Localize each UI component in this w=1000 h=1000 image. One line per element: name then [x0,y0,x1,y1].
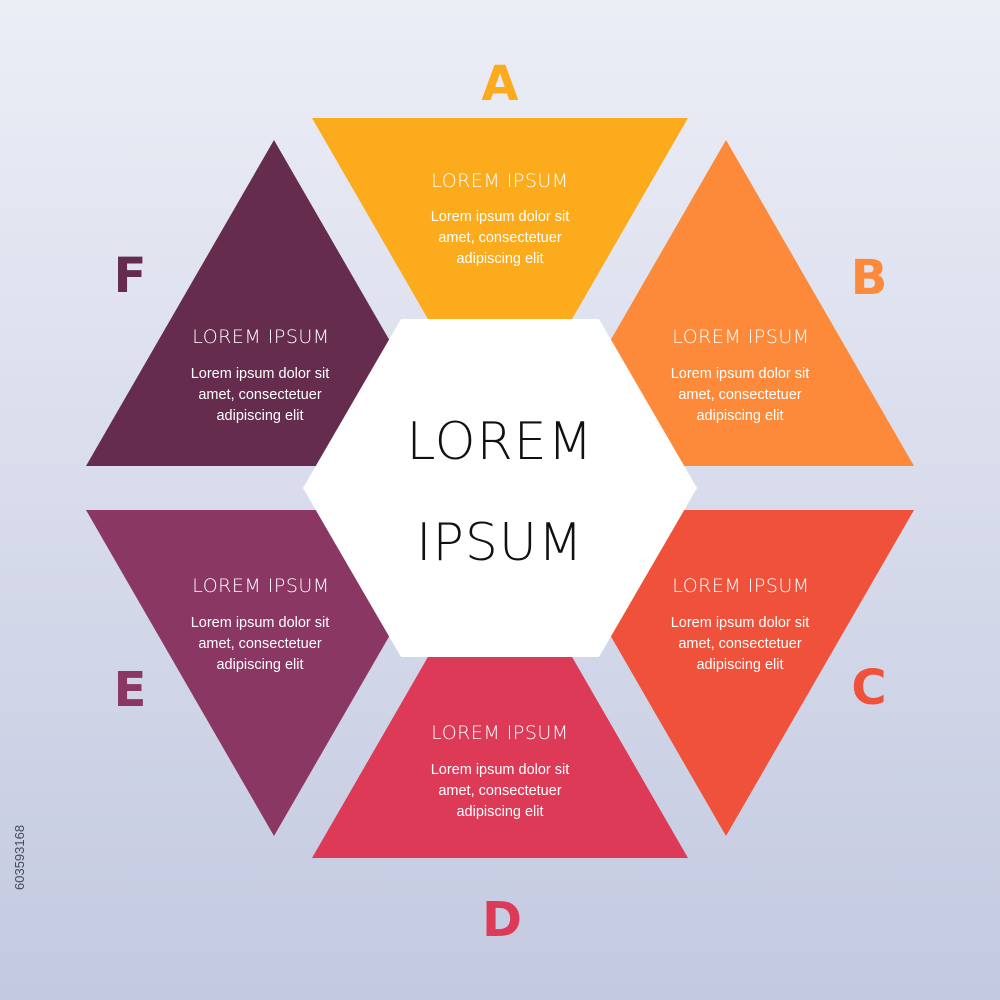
segment-a-title: LOREM IPSUM [431,170,569,192]
segment-b-title: LOREM IPSUM [672,326,810,348]
segment-e-description-line: adipiscing elit [216,657,304,673]
segment-c-description-line: adipiscing elit [696,657,784,673]
segment-d-description-line: adipiscing elit [456,804,544,820]
segment-d-description: Lorem ipsum dolor sit amet, consectetuer… [400,760,600,823]
segment-a-description-line: adipiscing elit [456,251,544,267]
segment-b-letter: B [850,250,888,306]
segment-a-description: Lorem ipsum dolor sit amet, consectetuer… [400,207,600,270]
segment-c-description: Lorem ipsum dolor sit amet, consectetuer… [640,613,840,676]
segment-b-description-line: adipiscing elit [696,408,784,424]
segment-a-letter: A [481,56,519,112]
segment-d-title: LOREM IPSUM [431,722,569,744]
segment-f-letter: F [113,248,147,304]
segment-f-description: Lorem ipsum dolor sit amet, consectetuer… [160,364,360,427]
segment-c-description-line: Lorem ipsum dolor sit [670,615,810,631]
segment-e-letter: E [113,662,147,718]
segment-b-description-line: amet, consectetuer [678,387,802,403]
segment-f-description-line: adipiscing elit [216,408,304,424]
segment-f-title: LOREM IPSUM [192,326,330,348]
center-title-line-2: IPSUM [416,513,584,573]
segment-f-description-line: amet, consectetuer [198,387,322,403]
segment-a-description-line: amet, consectetuer [438,230,562,246]
segment-e-description-line: amet, consectetuer [198,636,322,652]
segment-c-description-line: amet, consectetuer [678,636,802,652]
segment-b-description: Lorem ipsum dolor sit amet, consectetuer… [640,364,840,427]
segment-b-description-line: Lorem ipsum dolor sit [670,366,810,382]
segment-e-description: Lorem ipsum dolor sit amet, consectetuer… [160,613,360,676]
stock-id-label: 603593168 [12,824,27,890]
segment-c-title: LOREM IPSUM [672,575,810,597]
segment-c-letter: C [851,660,887,716]
segment-d-letter: D [482,892,522,948]
segment-e-description-line: Lorem ipsum dolor sit [190,615,330,631]
segment-e-title: LOREM IPSUM [192,575,330,597]
segment-a-triangle [312,118,688,444]
segment-d-description-line: amet, consectetuer [438,783,562,799]
center-hexagon [303,319,697,657]
segment-d-triangle [312,532,688,858]
center-title-line-1: LOREM [406,412,594,472]
segment-d-description-line: Lorem ipsum dolor sit [430,762,570,778]
segment-a-description-line: Lorem ipsum dolor sit [430,209,570,225]
segment-f-description-line: Lorem ipsum dolor sit [190,366,330,382]
